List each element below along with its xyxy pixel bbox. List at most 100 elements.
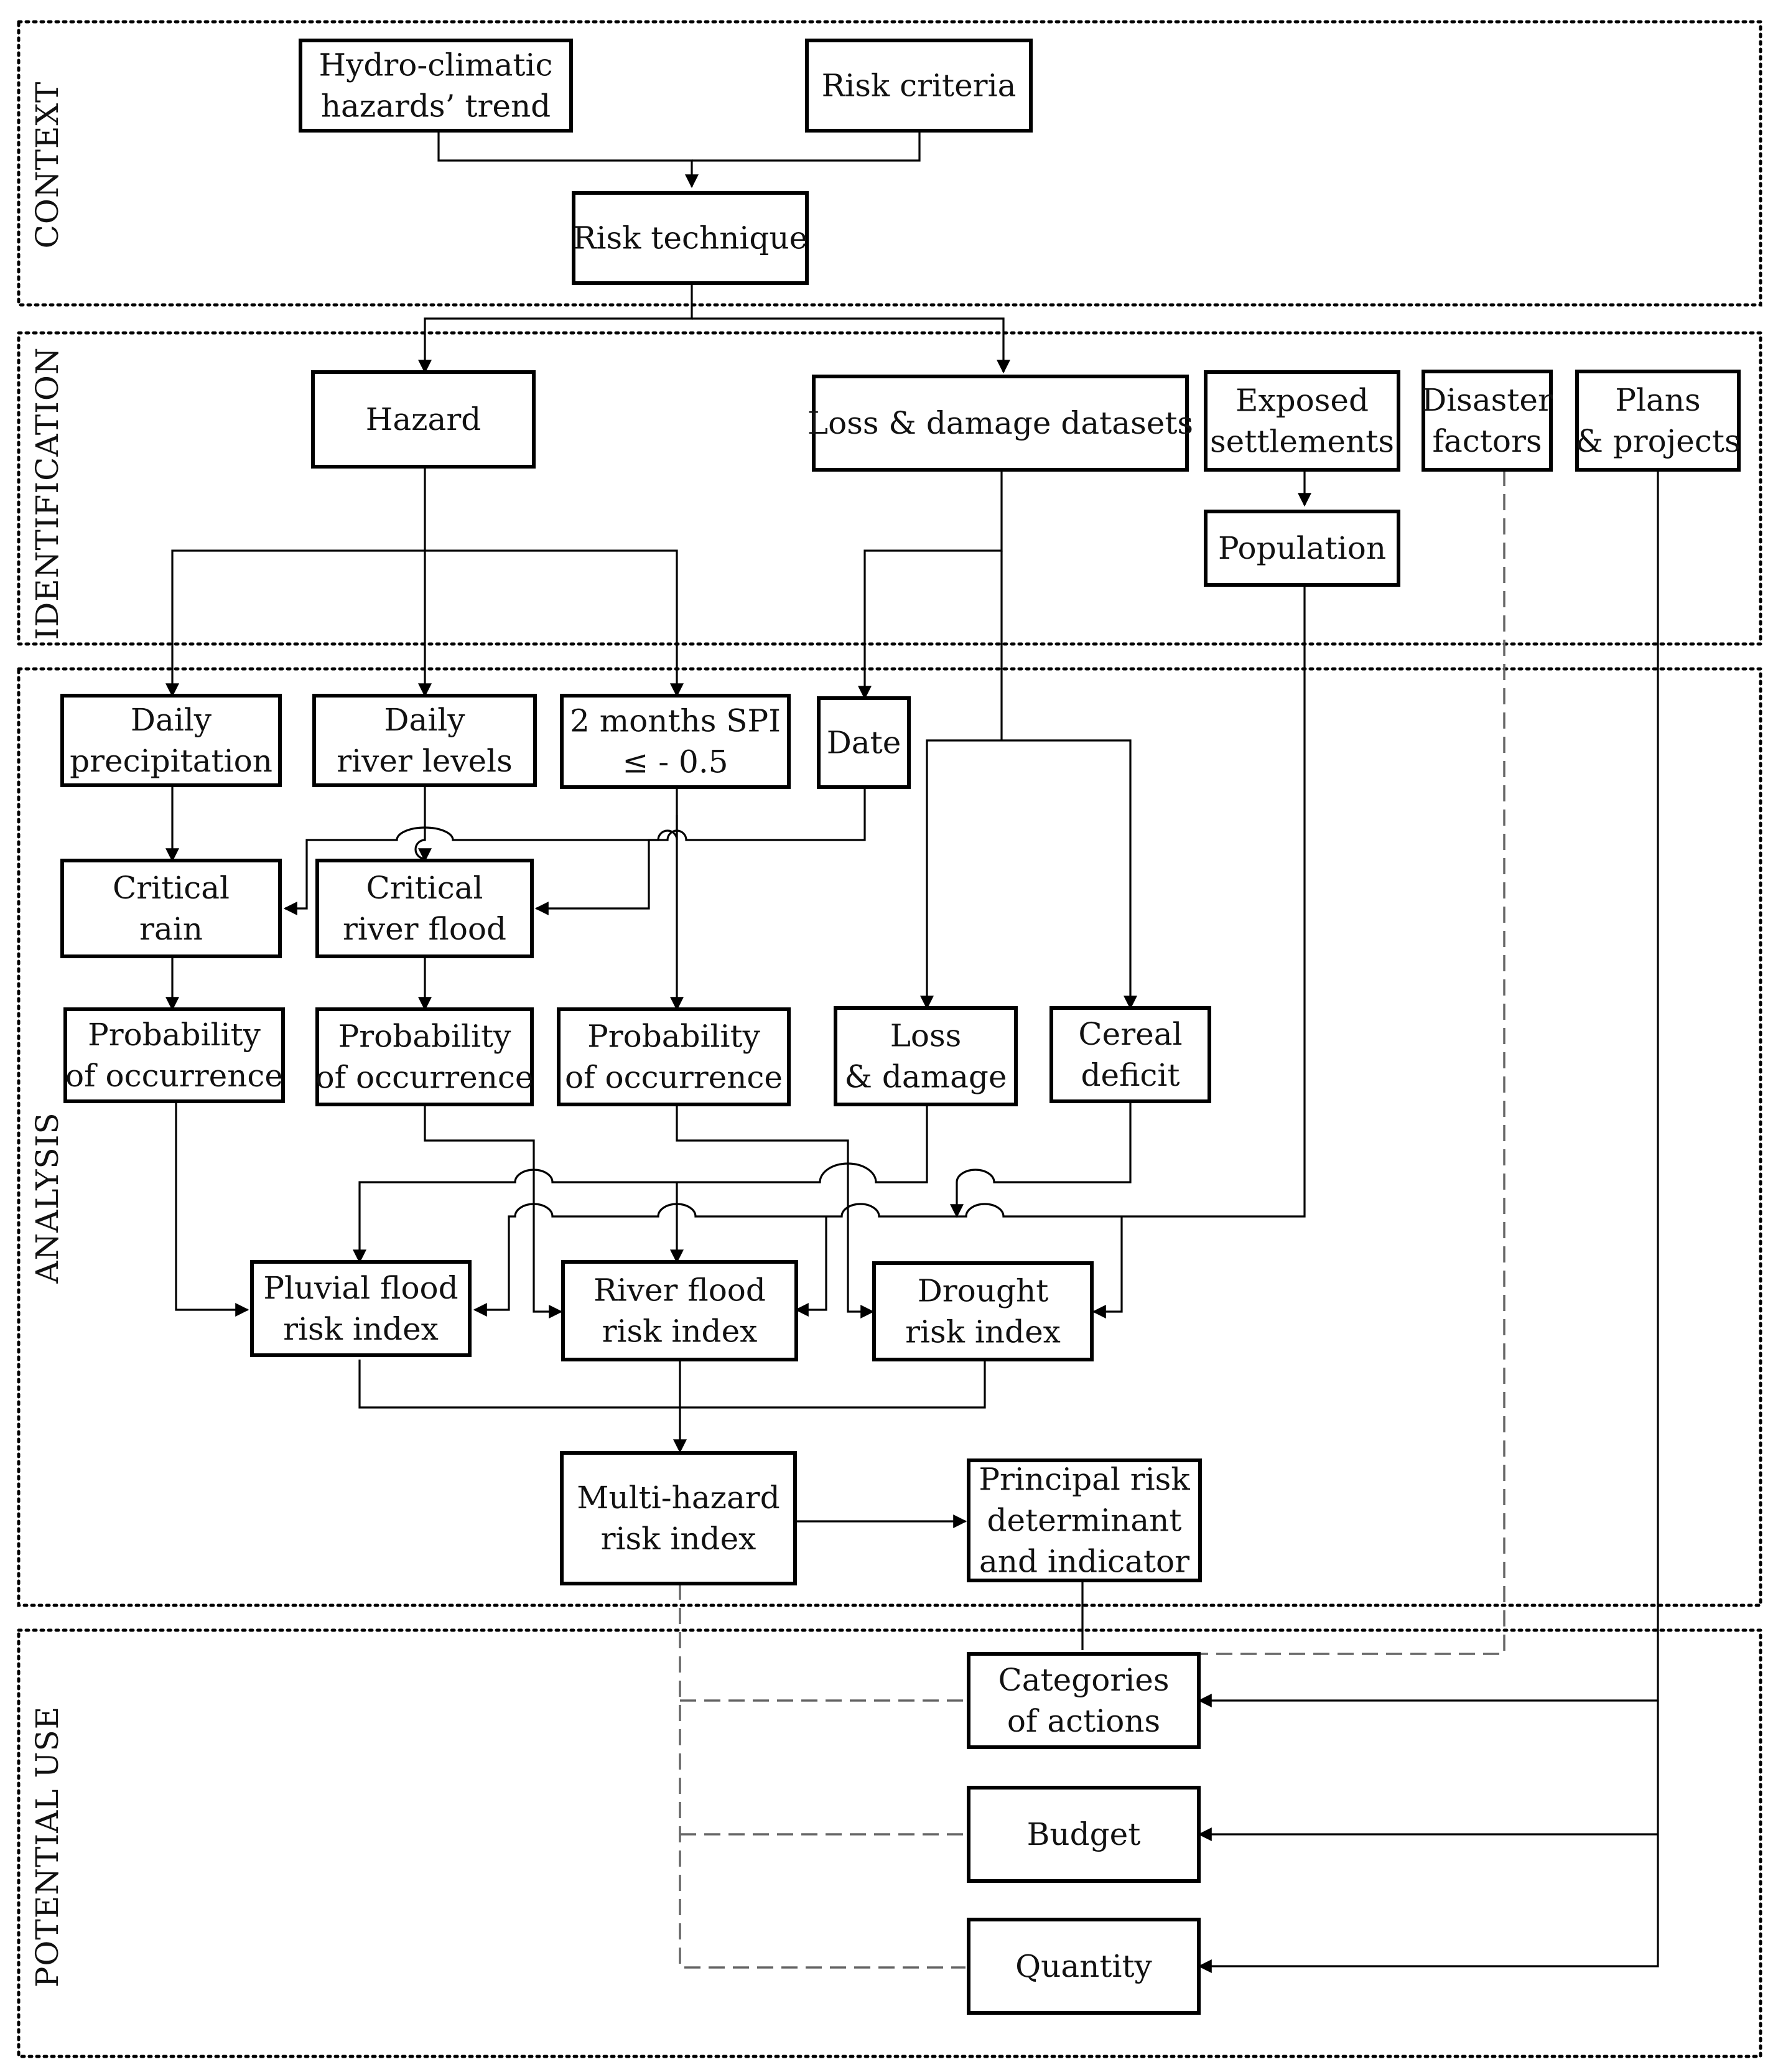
link-hydro-risk-technique bbox=[437, 131, 699, 189]
node-box-prob-river bbox=[315, 1007, 534, 1106]
node-loss-damage-datasets: Loss & damage datasets bbox=[807, 375, 1193, 472]
link-loss-damage-distribution bbox=[353, 1104, 928, 1264]
node-hydro-climatic: Hydro-climatic hazards’ trend bbox=[299, 39, 573, 133]
section-label-identification: IDENTIFICATION bbox=[29, 347, 65, 640]
link-population-distribution bbox=[473, 585, 1306, 1317]
node-label-quantity: Quantity bbox=[1015, 1948, 1152, 1984]
node-box-hazard bbox=[311, 370, 536, 469]
link-prob-rain-pluvial bbox=[175, 1101, 249, 1317]
node-label-daily-precipitation: precipitation bbox=[70, 743, 272, 779]
node-label-budget: Budget bbox=[1027, 1816, 1141, 1852]
node-label-critical-river-flood: river flood bbox=[343, 911, 506, 947]
node-box-date bbox=[817, 696, 911, 789]
node-box-loss-damage bbox=[834, 1006, 1018, 1106]
dashed-multi-hazard-outputs bbox=[679, 1584, 966, 1969]
node-label-exposed-settlements: Exposed bbox=[1236, 383, 1369, 419]
node-box-principal-risk bbox=[967, 1458, 1202, 1582]
section-analysis bbox=[17, 667, 1762, 1607]
node-daily-precipitation: Daily precipitation bbox=[60, 694, 282, 787]
node-box-cereal-deficit bbox=[1049, 1006, 1211, 1103]
section-label-analysis: ANALYSIS bbox=[29, 1112, 65, 1284]
node-label-daily-precipitation: Daily bbox=[131, 702, 212, 738]
node-label-multi-hazard: Multi-hazard bbox=[577, 1480, 779, 1516]
node-label-disaster-factors: factors bbox=[1432, 423, 1542, 459]
section-label-context: CONTEXT bbox=[29, 82, 65, 249]
node-prob-river: Probability of occurrence bbox=[315, 1007, 534, 1106]
node-exposed-settlements: Exposed settlements bbox=[1204, 370, 1400, 472]
node-label-hydro-climatic: hazards’ trend bbox=[321, 88, 551, 124]
node-box-river-index bbox=[561, 1260, 798, 1361]
node-label-prob-river: of occurrence bbox=[316, 1060, 534, 1096]
node-label-prob-river: Probability bbox=[338, 1019, 512, 1055]
node-date: Date bbox=[817, 696, 911, 789]
link-plans-quantity bbox=[1198, 1701, 1659, 1973]
node-label-loss-damage-datasets: Loss & damage datasets bbox=[807, 405, 1193, 441]
node-box-prob-rain bbox=[63, 1007, 285, 1103]
node-box-disaster-factors bbox=[1422, 370, 1553, 472]
link-date-critical-rain bbox=[283, 787, 866, 915]
node-label-drought-index: risk index bbox=[905, 1314, 1061, 1350]
node-label-daily-river-levels: river levels bbox=[337, 743, 513, 779]
node-box-daily-river-levels bbox=[312, 694, 537, 787]
node-label-drought-index: Drought bbox=[918, 1273, 1049, 1309]
link-loss-datasets-loss-damage bbox=[920, 739, 1002, 1010]
node-label-loss-damage: & damage bbox=[844, 1059, 1007, 1095]
link-criteria-risk-technique bbox=[692, 131, 921, 162]
boxes: Hydro-climatic hazards’ trend Risk criteri… bbox=[60, 39, 1741, 2015]
node-label-spi: 2 months SPI bbox=[570, 703, 781, 739]
node-label-population: Population bbox=[1218, 530, 1386, 566]
link-population-drought-index bbox=[1092, 1216, 1123, 1318]
link-indexes-multi-hazard bbox=[358, 1360, 986, 1409]
node-label-critical-rain: rain bbox=[139, 911, 203, 947]
node-principal-risk: Principal risk determinant and indicator bbox=[967, 1458, 1202, 1582]
node-label-loss-damage: Loss bbox=[890, 1018, 962, 1054]
node-box-population bbox=[1204, 510, 1400, 587]
node-label-categories: of actions bbox=[1007, 1703, 1160, 1739]
link-hazard-precipitation bbox=[165, 549, 425, 698]
node-budget: Budget bbox=[967, 1786, 1201, 1883]
link-hazard-spi bbox=[425, 549, 684, 698]
node-label-hazard: Hazard bbox=[366, 401, 481, 437]
node-plans-projects: Plans& projects bbox=[1575, 370, 1741, 472]
node-box-risk-technique bbox=[572, 191, 809, 285]
node-label-prob-drought: Probability bbox=[587, 1019, 761, 1055]
node-label-hydro-climatic: Hydro-climatic bbox=[319, 47, 552, 83]
node-risk-criteria: Risk criteria bbox=[805, 39, 1033, 133]
node-risk-technique: Risk technique bbox=[572, 191, 809, 285]
node-box-risk-criteria bbox=[805, 39, 1033, 133]
link-river-levels-critical bbox=[414, 785, 432, 862]
link-technique-loss-datasets bbox=[692, 317, 1010, 374]
link-cereal-drought bbox=[950, 1101, 1132, 1218]
node-label-pluvial-index: Pluvial flood bbox=[263, 1270, 458, 1306]
node-label-principal-risk: Principal risk bbox=[979, 1462, 1190, 1498]
node-loss-damage: Loss & damage bbox=[834, 1006, 1018, 1106]
node-label-categories: Categories bbox=[998, 1662, 1170, 1698]
node-label-river-index: River flood bbox=[593, 1272, 766, 1309]
node-label-prob-drought: of occurrence bbox=[565, 1060, 783, 1096]
node-box-prob-drought bbox=[557, 1007, 791, 1106]
node-box-critical-river-flood bbox=[315, 859, 534, 958]
node-box-drought-index bbox=[872, 1261, 1094, 1361]
section-label-potential-use: POTENTIAL USE bbox=[29, 1706, 65, 1987]
link-population-river-index bbox=[794, 1216, 827, 1317]
node-box-loss-damage-datasets bbox=[812, 375, 1189, 472]
node-label-daily-river-levels: Daily bbox=[384, 702, 465, 738]
node-label-exposed-settlements: settlements bbox=[1210, 424, 1394, 460]
node-label-principal-risk: and indicator bbox=[979, 1544, 1189, 1580]
dashed-disaster-factors bbox=[1201, 470, 1505, 1655]
node-categories: Categories of actions bbox=[967, 1652, 1201, 1749]
node-box-exposed-settlements bbox=[1204, 370, 1400, 472]
link-prob-river-river-index bbox=[424, 1104, 563, 1318]
section-potential-use bbox=[17, 1628, 1762, 2058]
node-box-spi bbox=[560, 694, 791, 789]
node-label-principal-risk: determinant bbox=[987, 1503, 1182, 1539]
node-label-prob-rain: Probability bbox=[88, 1017, 261, 1053]
link-spi-critical-river bbox=[534, 815, 678, 915]
node-drought-index: Drought risk index bbox=[872, 1261, 1094, 1361]
